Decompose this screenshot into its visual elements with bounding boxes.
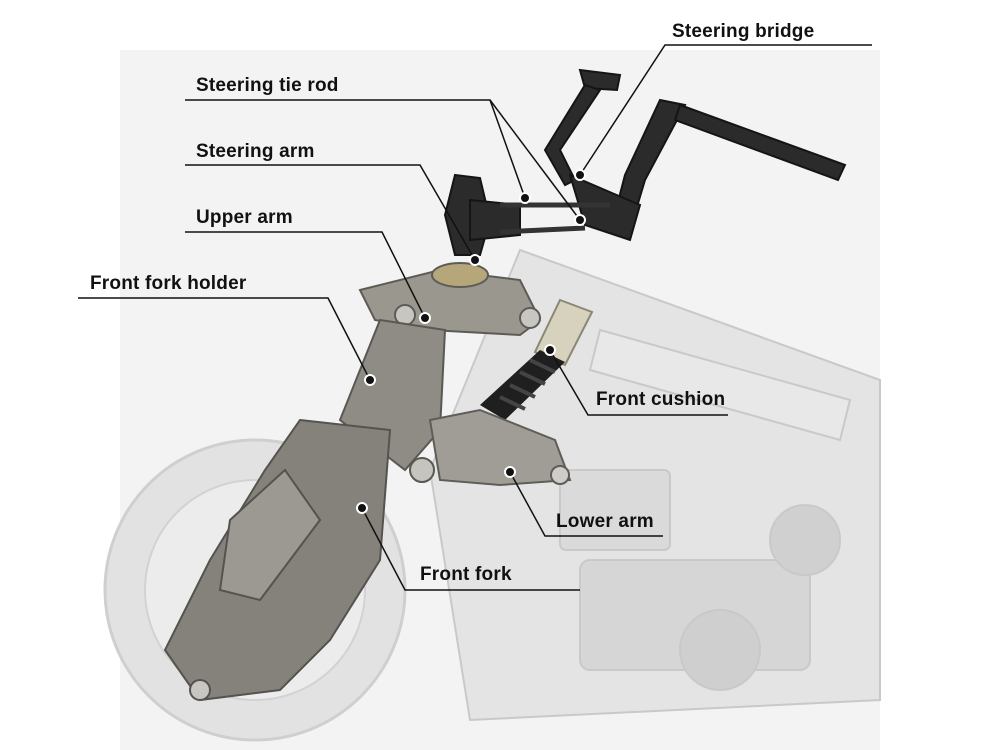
leader-lower-arm	[509, 471, 663, 537]
label-front-cushion: Front cushion	[596, 389, 726, 410]
label-lower-arm: Lower arm	[556, 511, 654, 532]
label-front-fork: Front fork	[420, 564, 512, 585]
leader-front-fork-holder	[78, 297, 371, 381]
upper-arm-part	[358, 262, 542, 337]
leader-steering-arm	[185, 164, 476, 261]
leader-front-fork	[361, 507, 580, 591]
label-steering-tie-rod: Steering tie rod	[196, 75, 339, 96]
leader-upper-arm	[185, 231, 426, 319]
label-steering-arm: Steering arm	[196, 141, 315, 162]
label-upper-arm: Upper arm	[196, 207, 293, 228]
front-fork-part	[163, 418, 392, 702]
handlebar-assembly	[443, 68, 847, 256]
leader-front-cushion	[549, 349, 728, 416]
label-front-fork-holder: Front fork holder	[90, 273, 247, 294]
leader-lines	[78, 44, 872, 591]
leader-steering-bridge	[579, 44, 872, 176]
leader-dots	[356, 169, 586, 514]
label-steering-bridge: Steering bridge	[672, 21, 815, 42]
lower-arm-part	[428, 408, 572, 487]
